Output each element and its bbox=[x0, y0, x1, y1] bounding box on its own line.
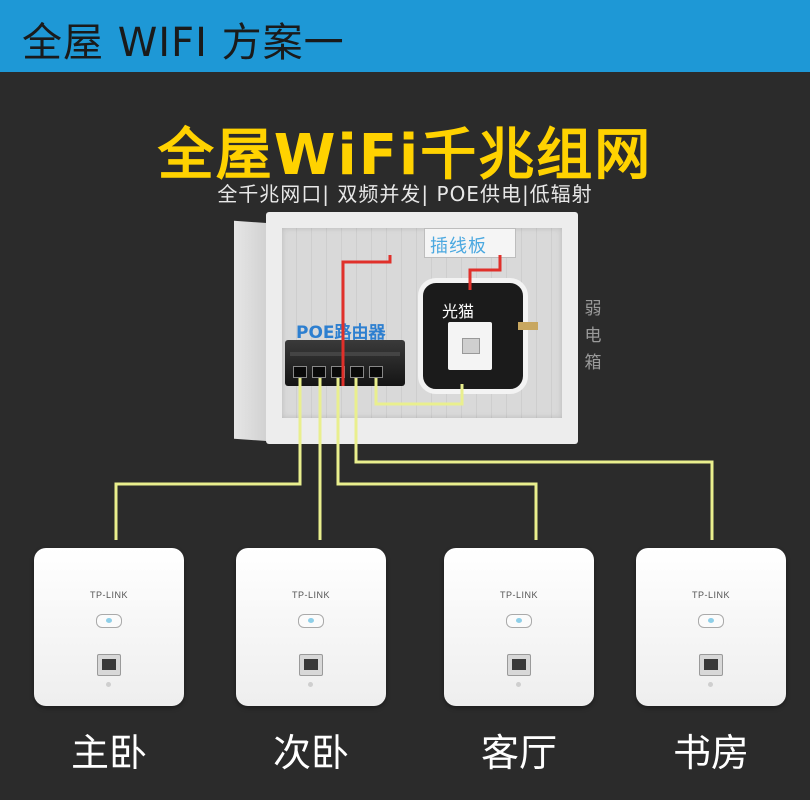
power-strip-label: 插线板 bbox=[430, 236, 487, 257]
panel-ap: TP-LINK bbox=[636, 548, 786, 706]
weak-box-char-3: 箱 bbox=[584, 353, 602, 373]
ethernet-port-icon bbox=[299, 654, 323, 676]
router-port bbox=[293, 366, 307, 378]
ethernet-port-icon bbox=[507, 654, 531, 676]
poe-router-label: POE路由器 bbox=[296, 323, 386, 343]
cable-router-modem bbox=[374, 378, 464, 406]
optical-modem-label: 光猫 bbox=[442, 302, 475, 321]
header-bar: 全屋 WIFI 方案一 bbox=[0, 0, 810, 72]
ap-brand-logo: TP-LINK bbox=[499, 590, 538, 600]
router-port bbox=[350, 366, 364, 378]
router-led-strip bbox=[290, 352, 400, 356]
room-label-study: 书房 bbox=[672, 731, 749, 775]
cable-ap-1 bbox=[114, 378, 302, 540]
ap-brand-logo: TP-LINK bbox=[691, 590, 730, 600]
cable-ap-3 bbox=[336, 378, 538, 540]
main-title: 全屋WiFi千兆组网 bbox=[157, 123, 653, 188]
reset-hole bbox=[106, 682, 111, 687]
router-port bbox=[369, 366, 383, 378]
header-title: 全屋 WIFI 方案一 bbox=[22, 20, 345, 66]
ap-brand-logo: TP-LINK bbox=[89, 590, 128, 600]
room-label-living-room: 客厅 bbox=[480, 731, 557, 775]
modem-port bbox=[462, 338, 480, 354]
weak-box-char-2: 电 bbox=[584, 326, 602, 346]
panel-ap: TP-LINK bbox=[236, 548, 386, 706]
reset-hole bbox=[708, 682, 713, 687]
reset-hole bbox=[516, 682, 521, 687]
panel-ap: TP-LINK bbox=[444, 548, 594, 706]
weak-box-label: 弱 电 箱 bbox=[583, 296, 603, 377]
ethernet-port-icon bbox=[97, 654, 121, 676]
wifi-indicator-icon bbox=[506, 614, 532, 628]
poe-router bbox=[285, 340, 405, 386]
wifi-indicator-icon bbox=[298, 614, 324, 628]
wifi-indicator-icon bbox=[96, 614, 122, 628]
room-label-master-bedroom: 主卧 bbox=[70, 731, 147, 775]
panel-ap: TP-LINK bbox=[34, 548, 184, 706]
room-label-second-bedroom: 次卧 bbox=[272, 731, 349, 775]
ap-brand-logo: TP-LINK bbox=[291, 590, 330, 600]
wifi-indicator-icon bbox=[698, 614, 724, 628]
power-strip bbox=[424, 228, 516, 258]
cable-ap-4 bbox=[354, 378, 714, 540]
cabinet-cable-gland bbox=[518, 322, 538, 330]
reset-hole bbox=[308, 682, 313, 687]
red-cable-modem bbox=[468, 255, 502, 290]
weak-box-char-1: 弱 bbox=[584, 299, 602, 319]
router-port bbox=[312, 366, 326, 378]
subtitle: 全千兆网口| 双频并发| POE供电|低辐射 bbox=[217, 182, 593, 206]
red-cable-router bbox=[341, 255, 392, 386]
ethernet-port-icon bbox=[699, 654, 723, 676]
